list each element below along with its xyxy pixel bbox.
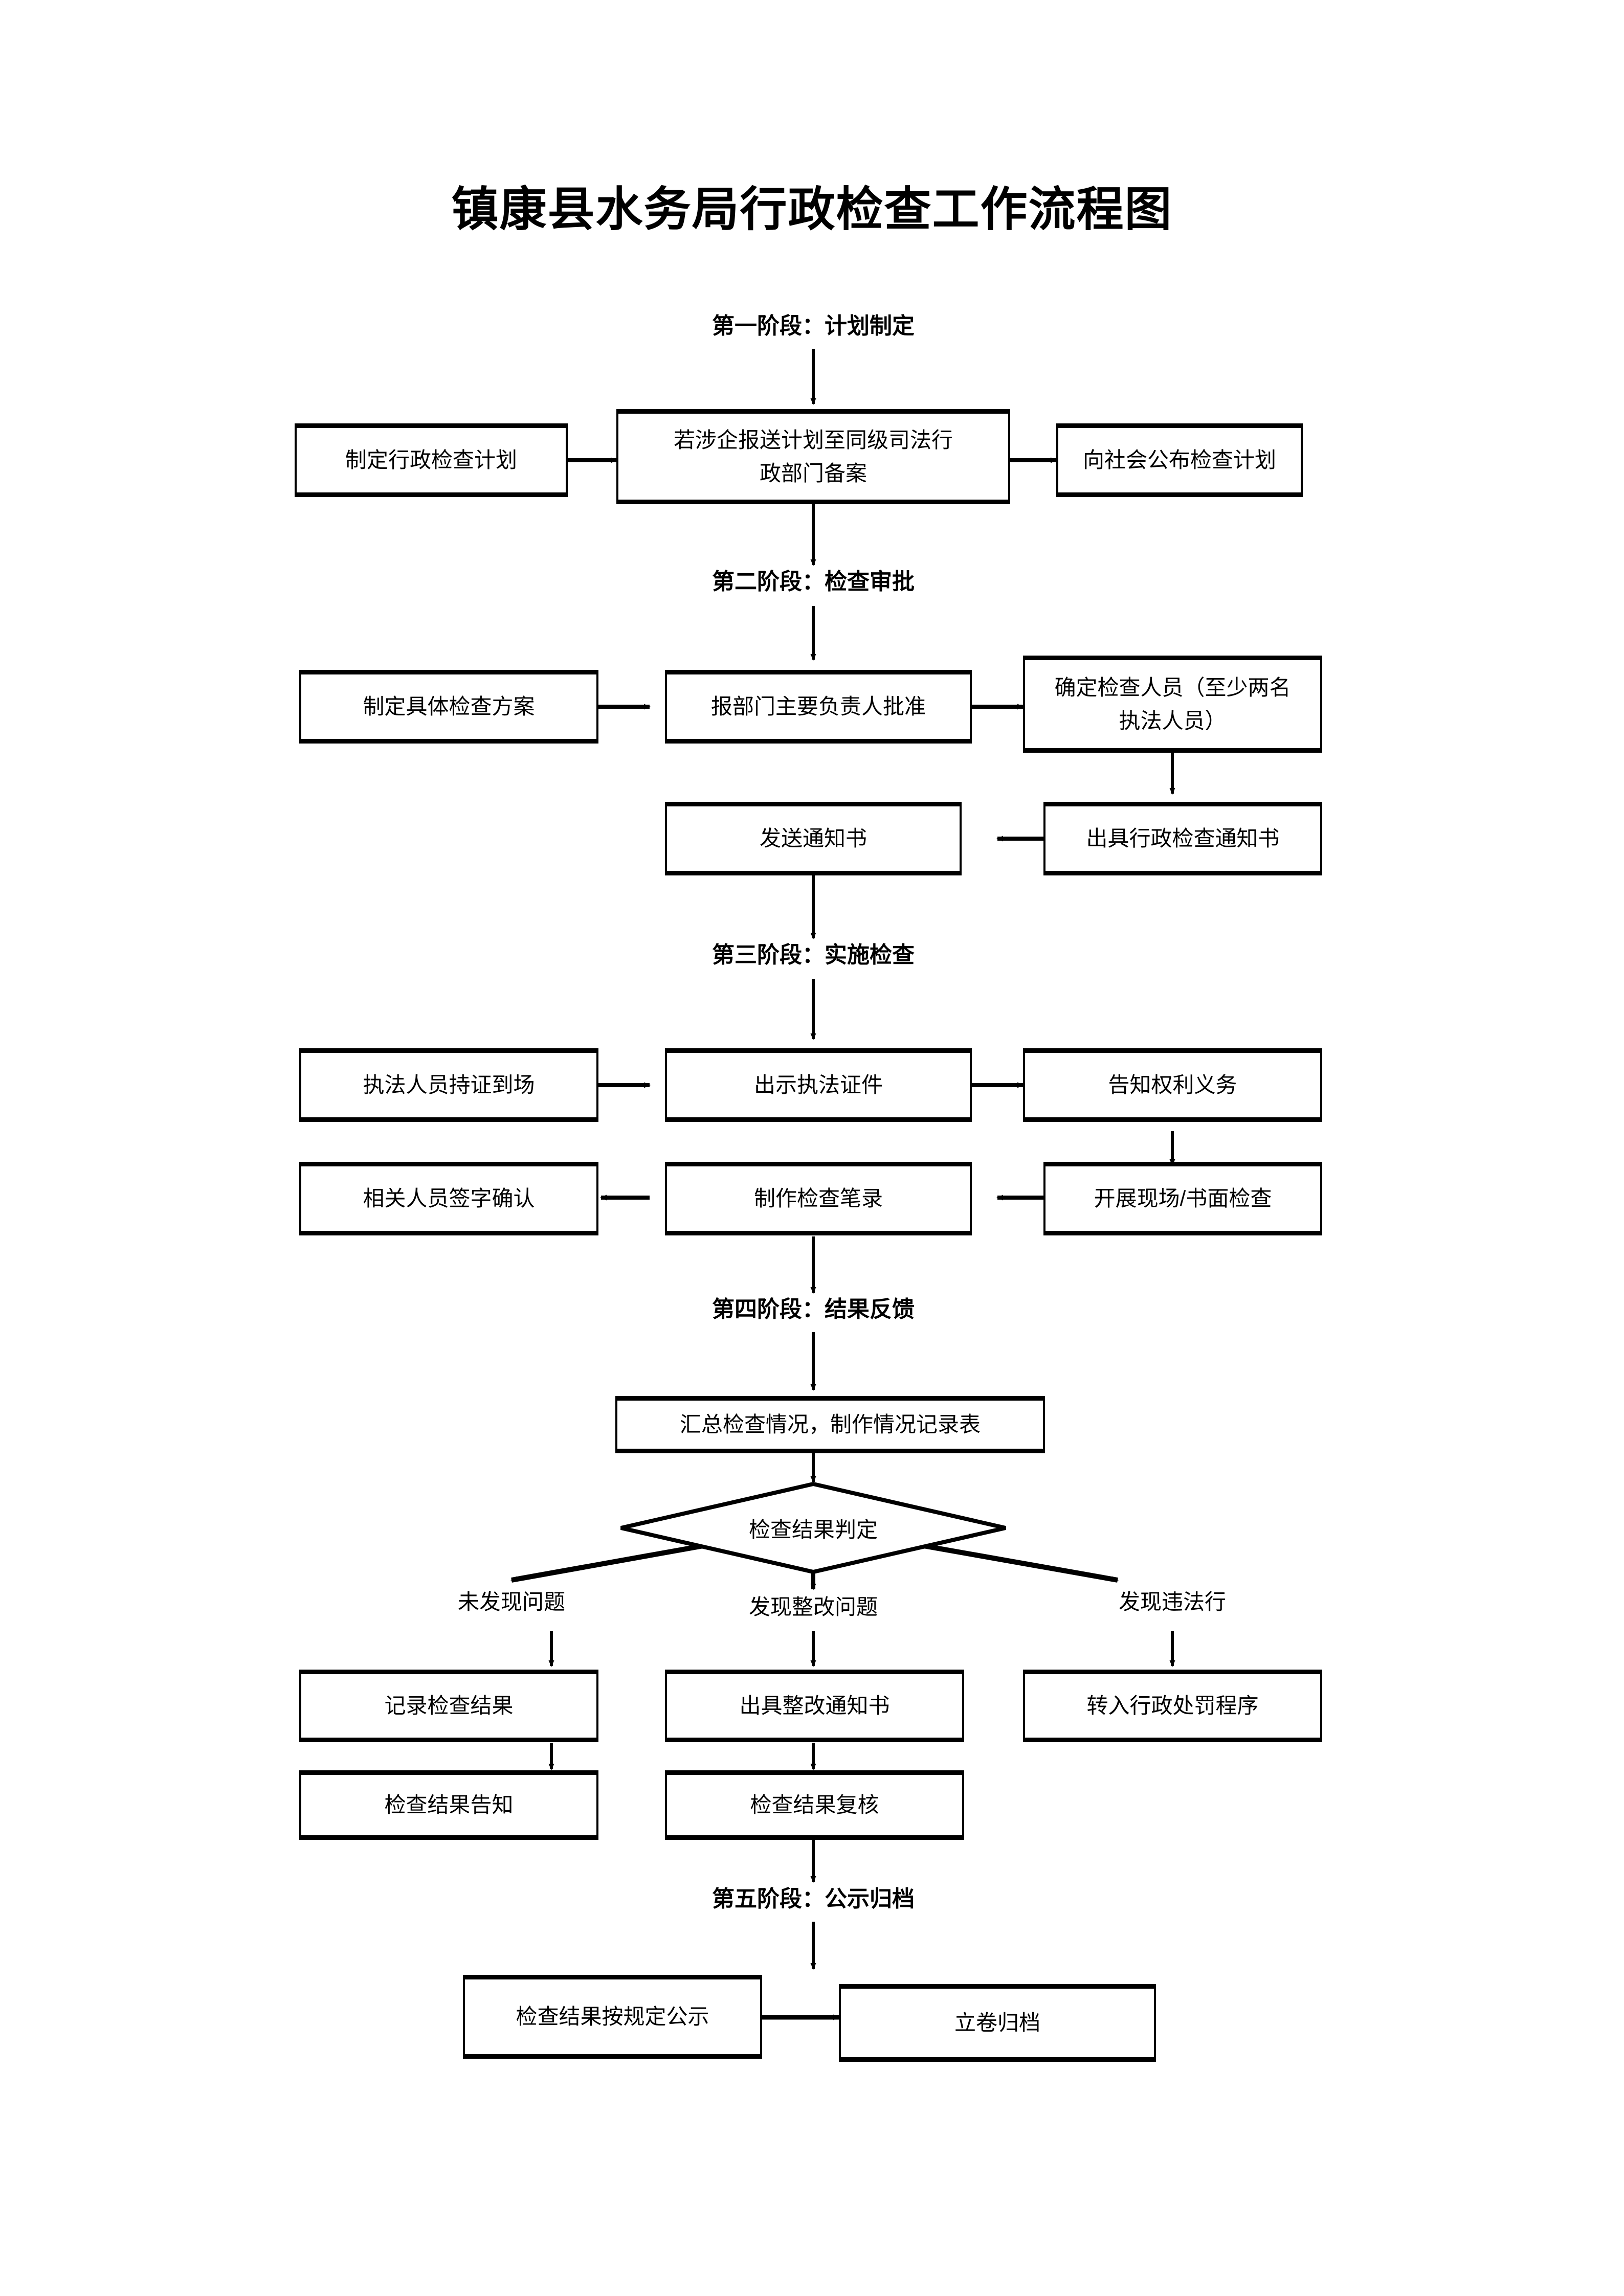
node-show-credentials: 出示执法证件 [665, 1048, 972, 1122]
node-notice-send: 发送通知书 [665, 802, 962, 875]
node-scheme-make: 制定具体检查方案 [299, 670, 598, 744]
stage-caption-2: 第二阶段：检查审批 [712, 569, 915, 594]
node-plan-publish: 向社会公布检查计划 [1056, 423, 1303, 497]
stage-caption-4: 第四阶段：结果反馈 [712, 1297, 915, 1322]
node-label: 检查结果告知 [384, 1793, 514, 1817]
node-notice-issue: 出具行政检查通知书 [1043, 802, 1322, 875]
stage-caption-5: 第五阶段：公示归档 [712, 1886, 915, 1911]
node-label: 报部门主要负责人批准 [710, 694, 926, 719]
node-label: 出具整改通知书 [739, 1694, 890, 1718]
node-label-line2: 政部门备案 [759, 461, 867, 485]
decision-diamond: 检查结果判定 [619, 1481, 1008, 1574]
node-plan-filing: 若涉企报送计划至同级司法行 政部门备案 [616, 409, 1010, 504]
node-label-line1: 若涉企报送计划至同级司法行 [673, 427, 953, 452]
node-label: 出具行政检查通知书 [1086, 826, 1280, 851]
node-review-result: 检查结果复核 [665, 1770, 964, 1840]
node-conduct-inspection: 开展现场/书面检查 [1043, 1162, 1322, 1235]
node-label: 执法人员持证到场 [363, 1073, 535, 1097]
node-archive: 立卷归档 [839, 1984, 1156, 2062]
node-inform-rights: 告知权利义务 [1023, 1048, 1322, 1122]
branch-label-rectify: 发现整改问题 [748, 1595, 878, 1619]
node-label-line2: 执法人员） [1119, 709, 1227, 733]
node-label: 汇总检查情况，制作情况记录表 [679, 1412, 981, 1437]
node-record-result: 记录检查结果 [299, 1670, 598, 1742]
node-label: 出示执法证件 [753, 1073, 883, 1097]
node-inspectors: 确定检查人员（至少两名 执法人员） [1023, 656, 1322, 753]
node-label: 开展现场/书面检查 [1094, 1186, 1272, 1211]
node-label: 制定具体检查方案 [363, 694, 535, 719]
node-label: 立卷归档 [954, 2011, 1040, 2035]
node-label: 发送通知书 [759, 826, 867, 851]
node-label: 转入行政处罚程序 [1086, 1694, 1259, 1718]
node-label: 制作检查笔录 [753, 1186, 883, 1211]
node-label: 检查结果按规定公示 [516, 2005, 709, 2029]
node-scheme-approve: 报部门主要负责人批准 [665, 670, 972, 744]
node-label: 相关人员签字确认 [363, 1186, 535, 1211]
node-officers-arrive: 执法人员持证到场 [299, 1048, 598, 1122]
stage-caption-3: 第三阶段：实施检查 [712, 942, 915, 967]
node-transfer-penalty: 转入行政处罚程序 [1023, 1670, 1322, 1742]
node-label: 检查结果复核 [750, 1793, 879, 1817]
branch-label-none: 未发现问题 [457, 1590, 566, 1614]
node-label: 向社会公布检查计划 [1082, 448, 1276, 472]
node-label: 告知权利义务 [1108, 1073, 1237, 1097]
node-label: 记录检查结果 [384, 1694, 514, 1718]
page-title: 镇康县水务局行政检查工作流程图 [451, 184, 1173, 236]
branch-label-illegal: 发现违法行 [1118, 1590, 1227, 1614]
node-issue-rectify: 出具整改通知书 [665, 1670, 964, 1742]
node-summarize: 汇总检查情况，制作情况记录表 [615, 1396, 1045, 1453]
node-make-record: 制作检查笔录 [665, 1162, 972, 1235]
node-label-line1: 确定检查人员（至少两名 [1054, 675, 1291, 700]
node-sign-confirm: 相关人员签字确认 [299, 1162, 598, 1235]
node-inform-result: 检查结果告知 [299, 1770, 598, 1840]
stage-caption-1: 第一阶段：计划制定 [712, 313, 915, 339]
node-plan-make: 制定行政检查计划 [295, 423, 568, 497]
node-publicize: 检查结果按规定公示 [463, 1975, 762, 2059]
node-label: 制定行政检查计划 [345, 448, 517, 472]
